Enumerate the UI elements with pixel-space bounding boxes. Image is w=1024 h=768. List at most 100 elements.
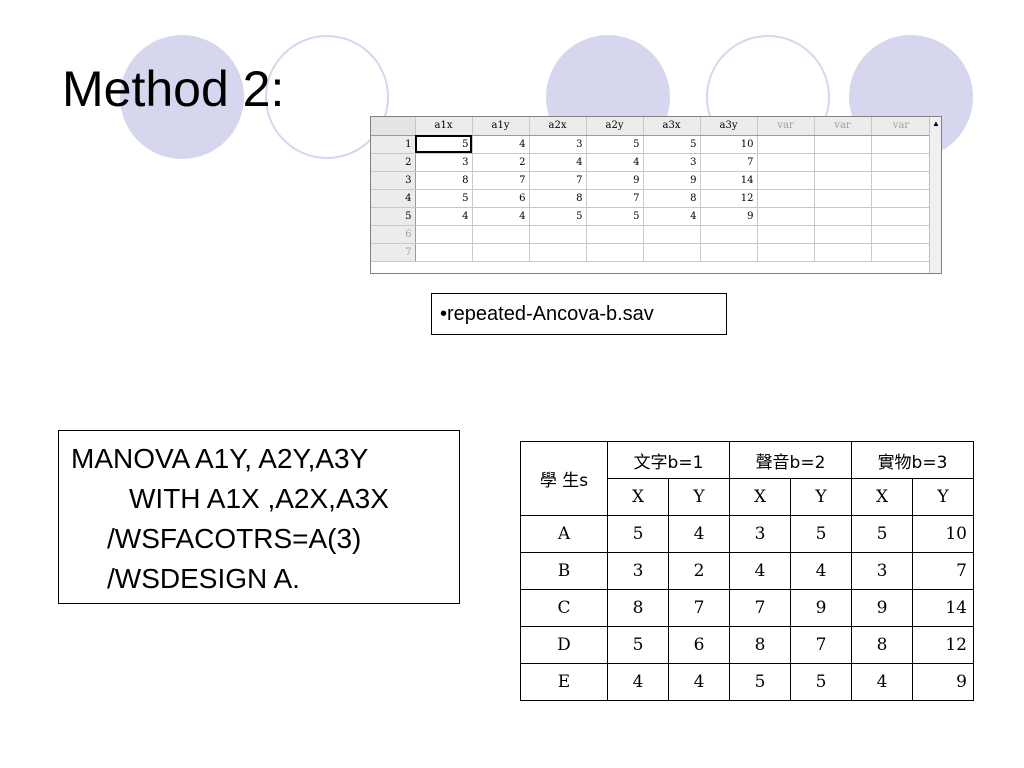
row-label: A	[520, 515, 608, 553]
spss-cell-empty[interactable]	[814, 153, 872, 172]
spss-cell-empty[interactable]	[643, 225, 701, 244]
spss-row-number[interactable]: 4	[371, 189, 416, 208]
syntax-line: /WSDESIGN A.	[107, 563, 300, 594]
spss-cell[interactable]: 8	[415, 171, 473, 190]
spss-cell-empty[interactable]	[814, 243, 872, 262]
spss-col-header-empty[interactable]: var	[757, 117, 815, 136]
spss-cell[interactable]: 9	[643, 171, 701, 190]
spss-cell-empty[interactable]	[814, 189, 872, 208]
table-cell: 9	[851, 589, 913, 627]
spss-cell[interactable]: 7	[472, 171, 530, 190]
spss-cell-empty[interactable]	[871, 171, 932, 190]
table-cell: 5	[607, 515, 669, 553]
spss-cell-empty[interactable]	[529, 243, 587, 262]
spss-cell[interactable]: 14	[700, 171, 758, 190]
spss-cell-empty[interactable]	[757, 189, 815, 208]
file-name-label: •repeated-Ancova-b.sav	[431, 293, 727, 335]
spss-cell-empty[interactable]	[415, 225, 473, 244]
spss-cell[interactable]: 6	[472, 189, 530, 208]
spss-cell-empty[interactable]	[871, 189, 932, 208]
spss-cell-empty[interactable]	[871, 135, 932, 154]
spss-cell-empty[interactable]	[529, 225, 587, 244]
spss-table: a1x a1y a2x a2y a3x a3y var var var 1 5 …	[371, 117, 932, 262]
spss-row-number[interactable]: 5	[371, 207, 416, 226]
spss-cell[interactable]: 7	[586, 189, 644, 208]
spss-row-number[interactable]: 2	[371, 153, 416, 172]
syntax-line: MANOVA A1Y, A2Y,A3Y	[71, 443, 369, 474]
spss-cell[interactable]: 9	[700, 207, 758, 226]
group-header-row: 學 生s 文字b=1 聲音b=2 實物b=3	[520, 441, 974, 516]
spss-cell-empty[interactable]	[415, 243, 473, 262]
spss-cell-empty[interactable]	[814, 135, 872, 154]
spss-cell-empty[interactable]	[871, 207, 932, 226]
spss-cell[interactable]: 3	[415, 153, 473, 172]
spss-col-header-empty[interactable]: var	[871, 117, 932, 136]
spss-cell-empty[interactable]	[871, 225, 932, 244]
spss-row-number[interactable]: 6	[371, 225, 416, 244]
spss-row-number[interactable]: 3	[371, 171, 416, 190]
spss-col-header[interactable]: a2x	[529, 117, 587, 136]
row-label: D	[520, 626, 608, 664]
spss-cell-empty[interactable]	[472, 243, 530, 262]
spss-cell[interactable]: 8	[529, 189, 587, 208]
spss-cell-empty[interactable]	[871, 243, 932, 262]
spss-cell[interactable]: 5	[529, 207, 587, 226]
spss-cell[interactable]: 4	[415, 207, 473, 226]
manova-syntax-box: MANOVA A1Y, A2Y,A3Y WITH A1X ,A2X,A3X /W…	[58, 430, 460, 604]
spss-cell-empty[interactable]	[814, 171, 872, 190]
spss-col-header[interactable]: a1x	[415, 117, 473, 136]
spss-cell-empty[interactable]	[757, 135, 815, 154]
spss-cell[interactable]: 7	[700, 153, 758, 172]
table-cell: 3	[607, 552, 669, 590]
spss-col-header-empty[interactable]: var	[814, 117, 872, 136]
spss-cell[interactable]: 5	[415, 189, 473, 208]
spss-cell[interactable]: 3	[529, 135, 587, 154]
spss-cell[interactable]: 4	[643, 207, 701, 226]
spss-cell[interactable]: 5	[643, 135, 701, 154]
table-cell: 12	[912, 626, 974, 664]
spss-row: 6	[371, 225, 932, 244]
spss-cell-empty[interactable]	[586, 243, 644, 262]
spss-cell-empty[interactable]	[700, 225, 758, 244]
spss-cell-empty[interactable]	[643, 243, 701, 262]
subheader: Y	[668, 478, 730, 516]
scroll-up-arrow-icon[interactable]: ▲	[932, 119, 940, 128]
spss-cell[interactable]: 4	[529, 153, 587, 172]
spss-cell-empty[interactable]	[757, 207, 815, 226]
spss-cell-empty[interactable]	[586, 225, 644, 244]
spss-cell[interactable]: 12	[700, 189, 758, 208]
spss-cell[interactable]: 4	[586, 153, 644, 172]
table-cell: 8	[607, 589, 669, 627]
table-row: E 4 4 5 5 4 9	[520, 663, 974, 701]
spss-cell[interactable]: 5	[586, 135, 644, 154]
vertical-scrollbar[interactable]: ▲	[929, 117, 941, 273]
spss-cell-empty[interactable]	[757, 225, 815, 244]
group-header: 實物b=3	[851, 441, 974, 479]
spss-col-header[interactable]: a3y	[700, 117, 758, 136]
spss-row-number[interactable]: 7	[371, 243, 416, 262]
spss-cell[interactable]: 4	[472, 135, 530, 154]
spss-cell-empty[interactable]	[757, 243, 815, 262]
spss-cell-empty[interactable]	[814, 225, 872, 244]
spss-cell[interactable]: 8	[643, 189, 701, 208]
spss-cell-empty[interactable]	[871, 153, 932, 172]
spss-cell-empty[interactable]	[757, 153, 815, 172]
spss-cell-empty[interactable]	[757, 171, 815, 190]
spss-cell-empty[interactable]	[472, 225, 530, 244]
spss-cell[interactable]: 10	[700, 135, 758, 154]
spss-cell[interactable]: 9	[586, 171, 644, 190]
spss-cell[interactable]: 3	[643, 153, 701, 172]
spss-cell-empty[interactable]	[700, 243, 758, 262]
spss-cell[interactable]: 5	[586, 207, 644, 226]
spss-col-header[interactable]: a3x	[643, 117, 701, 136]
design-data-table: 學 生s 文字b=1 聲音b=2 實物b=3 X Y X Y X Y A 5 4…	[520, 441, 974, 701]
spss-cell[interactable]: 4	[472, 207, 530, 226]
spss-col-header[interactable]: a2y	[586, 117, 644, 136]
spss-row-number[interactable]: 1	[371, 135, 416, 154]
spss-cell[interactable]: 7	[529, 171, 587, 190]
spss-cell-empty[interactable]	[814, 207, 872, 226]
spss-cell-selected[interactable]: 5	[415, 135, 473, 154]
spss-cell[interactable]: 2	[472, 153, 530, 172]
decor-circle-1	[120, 35, 244, 159]
spss-col-header[interactable]: a1y	[472, 117, 530, 136]
